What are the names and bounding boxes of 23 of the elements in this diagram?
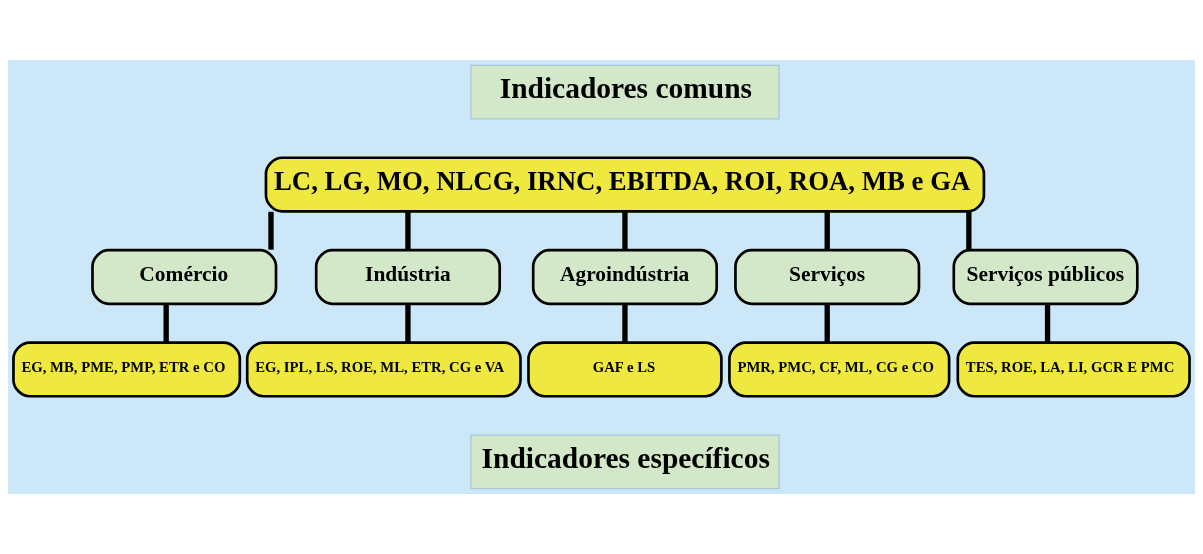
connector [622,304,628,343]
connector [824,304,830,343]
node-box: LC, LG, MO, NLCG, IRNC, EBITDA, ROI, ROA, MB e GA [264,156,986,213]
node-box: Serviços públicos [952,248,1139,306]
node-box: PMR, PMC, CF, ML, CG e CO [728,341,951,398]
node-box: Indicadores específicos [470,434,780,490]
node-box: TES, ROE, LA, LI, GCR E PMC [956,341,1191,398]
connector [824,211,830,250]
node-box: Serviços [734,248,921,306]
connector [268,211,274,250]
connector [966,211,972,250]
node-box: EG, MB, PME, PMP, ETR e CO [12,341,242,398]
node-box: Comércio [91,248,278,306]
node-box: Indicadores comuns [470,64,780,120]
node-box: GAF e LS [527,341,723,398]
connector [405,304,411,343]
node-box: Indústria [314,248,502,306]
connector [405,211,411,250]
connector [622,211,628,250]
connector [1044,304,1051,343]
node-box: Agroindústria [531,248,719,306]
connector [163,304,169,343]
node-box: EG, IPL, LS, ROE, ML, ETR, CG e VA [245,341,522,398]
